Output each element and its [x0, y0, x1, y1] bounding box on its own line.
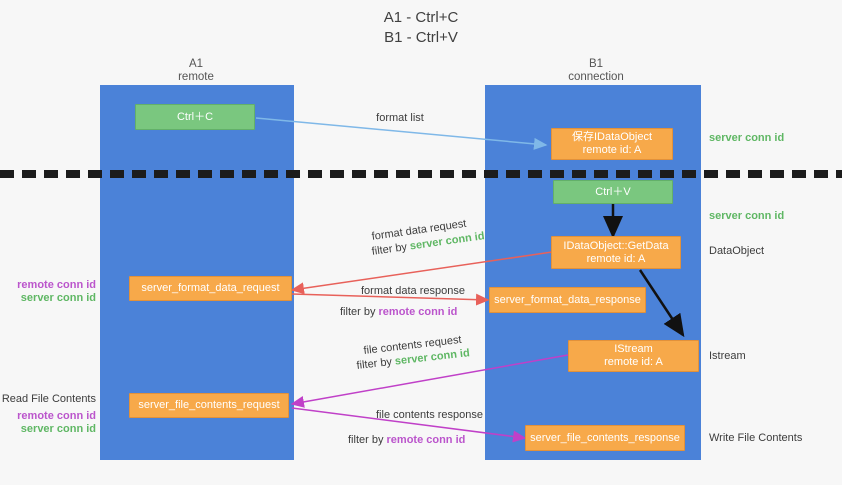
label-write-file-contents: Write File Contents: [709, 432, 803, 444]
filter-prefix: filter by: [348, 434, 387, 446]
filter-prefix: filter by: [340, 306, 379, 318]
node-ctrl-c[interactable]: Ctrl＋C: [135, 104, 255, 130]
arrow-label-format-data-response: format data response: [361, 285, 465, 297]
node-save-idataobject[interactable]: 保存IDataObject remote id: A: [551, 128, 673, 160]
diagram-title: A1 - Ctrl+C B1 - Ctrl+V: [383, 9, 459, 46]
label-dataobject: DataObject: [709, 245, 765, 257]
label-remote-conn-id-lower: remote conn id: [17, 410, 96, 422]
label-istream: Istream: [709, 350, 746, 362]
node-server-file-contents-response[interactable]: server_file_contents_response: [525, 425, 685, 451]
filter-prefix: filter by: [356, 355, 396, 372]
arrow-label-format-data-response-filter: filter by remote conn id: [340, 306, 457, 319]
arrow-label-file-contents-response-filter: filter by remote conn id: [348, 434, 465, 447]
arrow-label-file-contents-response: file contents response: [376, 409, 484, 421]
node-istream[interactable]: IStream remote id: A: [568, 340, 699, 372]
filter-value-remote-conn-id: remote conn id: [386, 434, 466, 446]
phase-divider: [0, 170, 842, 178]
label-server-conn-id-upper: server conn id: [20, 292, 96, 304]
node-server-file-contents-request[interactable]: server_file_contents_request: [129, 393, 289, 418]
label-server-conn-id-top: server conn id: [709, 132, 785, 144]
arrow-label-format-list: format list: [376, 112, 424, 124]
node-server-format-data-request[interactable]: server_format_data_request: [129, 276, 292, 301]
lane-header-b1: B1 connection: [568, 58, 624, 83]
label-read-file-contents: Read File Contents: [1, 393, 96, 405]
node-ctrl-v[interactable]: Ctrl＋V: [553, 180, 673, 204]
node-idataobject-getdata[interactable]: IDataObject::GetData remote id: A: [551, 236, 681, 269]
node-server-format-data-response[interactable]: server_format_data_response: [489, 287, 646, 313]
filter-value-remote-conn-id: remote conn id: [378, 306, 458, 318]
lane-header-a1: A1 remote: [178, 58, 214, 83]
label-server-conn-id-second: server conn id: [709, 210, 785, 222]
label-server-conn-id-lower: server conn id: [20, 423, 96, 435]
label-remote-conn-id-upper: remote conn id: [17, 279, 96, 291]
